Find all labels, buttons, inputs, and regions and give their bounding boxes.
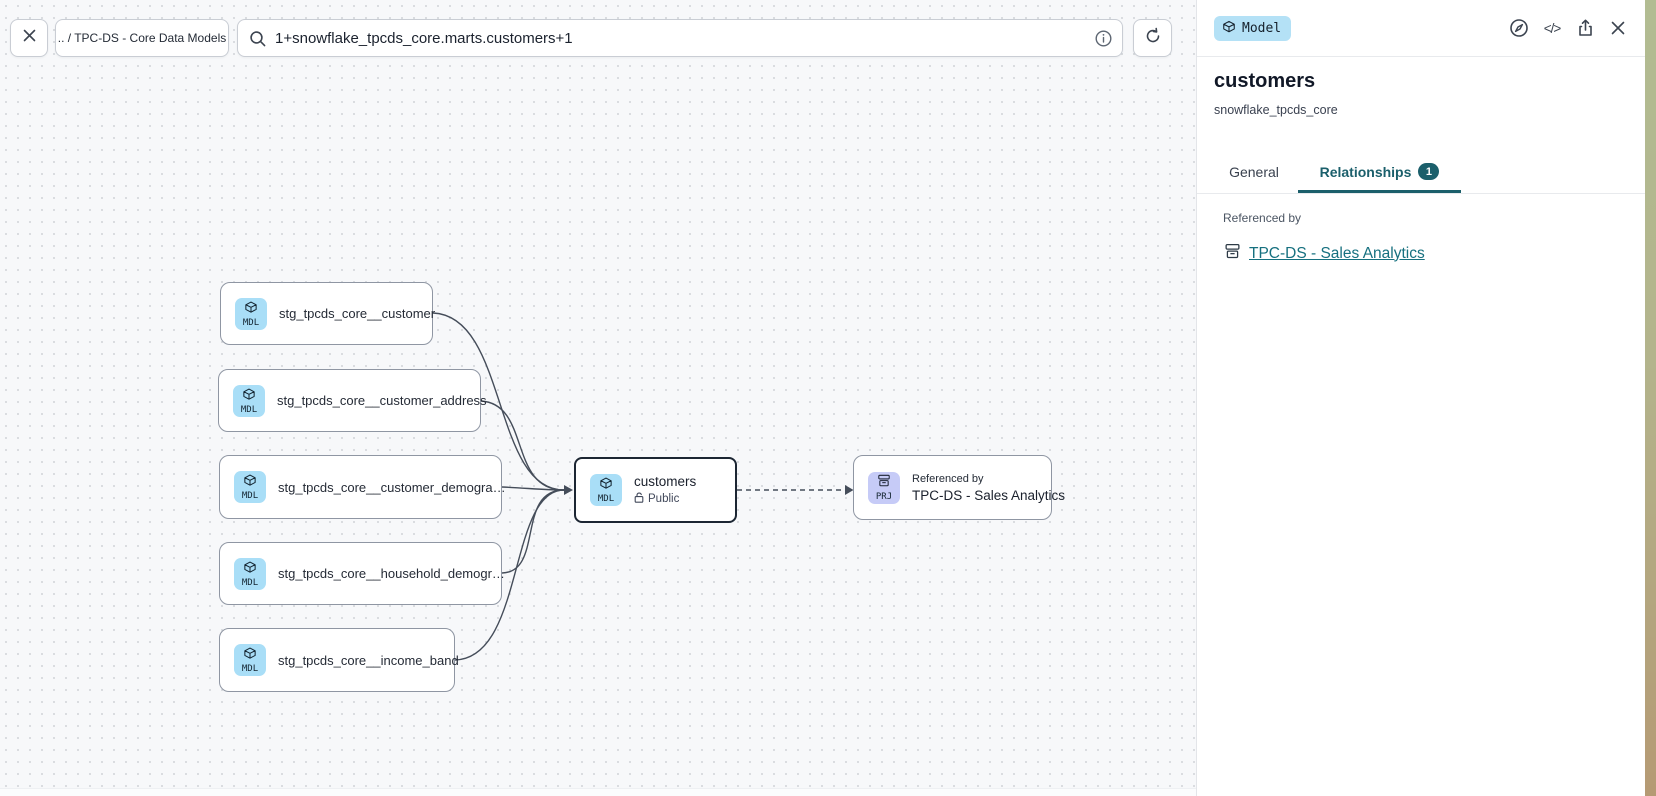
- share-icon[interactable]: [1575, 18, 1595, 38]
- lineage-search: [237, 19, 1123, 57]
- node-stg-tpcds-core-customer[interactable]: MDL stg_tpcds_core__customer: [220, 282, 436, 345]
- cube-icon: [244, 300, 258, 318]
- cube-icon: [242, 387, 256, 405]
- model-tile: MDL: [234, 644, 266, 676]
- cube-icon: [243, 473, 257, 491]
- reference-label: TPC-DS - Sales Analytics: [912, 487, 1066, 503]
- code-icon[interactable]: </>: [1543, 20, 1562, 36]
- cube-icon: [243, 560, 257, 578]
- lineage-edges: [432, 312, 854, 661]
- node-label: stg_tpcds_core__customer_address: [277, 393, 487, 408]
- node-customers-selected[interactable]: MDL customers Public: [574, 457, 737, 523]
- breadcrumb-label: .. / TPC-DS - Core Data Models: [57, 31, 227, 45]
- node-label: stg_tpcds_core__customer_demogra…: [278, 479, 506, 495]
- visibility-row: Public: [634, 492, 696, 506]
- visibility-label: Public: [648, 493, 680, 505]
- model-tile: MDL: [234, 471, 266, 503]
- archive-box-icon: [1224, 243, 1241, 264]
- close-icon: [22, 28, 37, 48]
- breadcrumb[interactable]: .. / TPC-DS - Core Data Models: [55, 19, 229, 57]
- panel-header: Model </>: [1197, 0, 1645, 57]
- close-icon[interactable]: [1608, 18, 1628, 38]
- page-subtitle: snowflake_tpcds_core: [1214, 103, 1338, 117]
- panel-tabs: General Relationships 1: [1197, 150, 1645, 194]
- relationships-count-badge: 1: [1418, 163, 1440, 180]
- reference-kicker: Referenced by: [912, 472, 984, 485]
- node-stg-tpcds-core-customer-demographics[interactable]: MDL stg_tpcds_core__customer_demogra…: [219, 455, 506, 519]
- compass-icon[interactable]: [1509, 18, 1529, 38]
- lock-open-icon: [634, 492, 644, 506]
- cube-icon: [1222, 20, 1236, 37]
- search-icon: [249, 30, 267, 53]
- refresh-button[interactable]: [1133, 19, 1172, 57]
- tab-general[interactable]: General: [1229, 163, 1279, 180]
- project-tile: PRJ: [868, 471, 900, 504]
- tab-relationships[interactable]: Relationships 1: [1298, 150, 1461, 193]
- model-tile: MDL: [590, 474, 622, 506]
- type-badge: Model: [1214, 15, 1292, 41]
- close-lineage-button[interactable]: [10, 19, 48, 57]
- node-label: stg_tpcds_core__income_band: [278, 652, 459, 668]
- panel-actions: </>: [1509, 18, 1628, 38]
- reference-link-row[interactable]: TPC-DS - Sales Analytics: [1224, 243, 1425, 264]
- node-stg-tpcds-core-income-band[interactable]: MDL stg_tpcds_core__income_band: [219, 628, 459, 692]
- reference-link[interactable]: TPC-DS - Sales Analytics: [1249, 244, 1425, 262]
- search-input[interactable]: [238, 20, 1122, 56]
- page-title: customers: [1214, 70, 1316, 92]
- node-label: stg_tpcds_core__household_demogr…: [278, 566, 505, 581]
- lineage-canvas[interactable]: MDL stg_tpcds_core__customer MDL stg_tpc…: [0, 0, 1196, 796]
- node-label: stg_tpcds_core__customer: [279, 306, 436, 321]
- model-tile: MDL: [234, 557, 266, 590]
- node-title: customers: [634, 474, 697, 489]
- model-tile: MDL: [235, 297, 267, 330]
- model-tile: MDL: [233, 384, 265, 417]
- node-stg-tpcds-core-household-demographics[interactable]: MDL stg_tpcds_core__household_demogr…: [219, 542, 505, 605]
- cube-icon: [599, 476, 613, 494]
- cube-icon: [243, 646, 257, 664]
- details-panel: Model </> customers snowflake_tpcds_core…: [1196, 0, 1645, 796]
- canvas-scrollbar-track[interactable]: [0, 788, 1196, 796]
- type-badge-label: Model: [1242, 20, 1282, 36]
- refresh-icon: [1144, 27, 1162, 50]
- node-referenced-by-project[interactable]: PRJ Referenced by TPC-DS - Sales Analyti…: [853, 455, 1065, 520]
- node-stg-tpcds-core-customer-address[interactable]: MDL stg_tpcds_core__customer_address: [218, 369, 487, 432]
- desktop-edge-strip: [1645, 0, 1656, 796]
- info-icon[interactable]: [1095, 30, 1112, 52]
- referenced-by-label: Referenced by: [1223, 211, 1302, 225]
- archive-box-icon: [877, 474, 891, 492]
